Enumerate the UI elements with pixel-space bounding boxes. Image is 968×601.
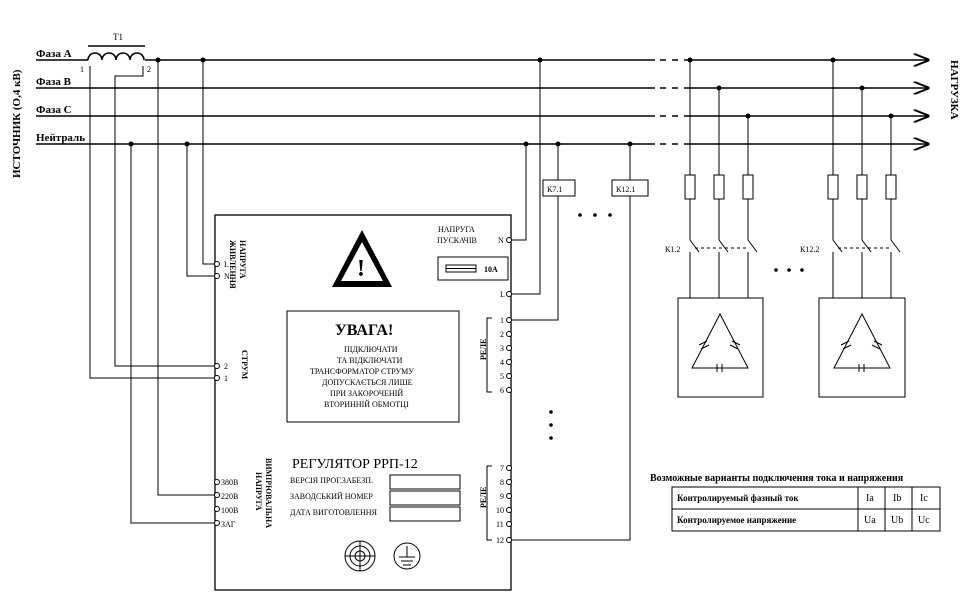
table-cell-ub: Ub <box>891 515 903 526</box>
measure-label-2: НАПРУГА <box>254 472 263 511</box>
supply-voltage-label-2: ЖИВЛЕННЯ <box>228 240 237 289</box>
current-transformer-t1: T1 1 2 <box>80 32 215 379</box>
table-cell-ib: Ib <box>893 493 901 504</box>
ellipsis-dots <box>549 213 804 440</box>
table-row-label-voltage: Контролируемое напряжение <box>677 515 796 525</box>
regulator-box: ! УВАГА! ПІДКЛЮЧАТИ ТА ВІДКЛЮЧАТИ ТРАНСФ… <box>214 214 512 591</box>
relay-b-terminal-7: 7 <box>500 464 504 473</box>
contactor-k12-label: К12.2 <box>800 245 819 254</box>
relay-b-terminal-8: 8 <box>500 478 504 487</box>
line-label-phase-c: Фаза С <box>36 104 72 116</box>
relay-coil-k7-label: К7.1 <box>547 185 562 194</box>
source-label: ИСТОЧНИК (О,4 кВ) <box>11 69 23 178</box>
fuse-icon <box>437 256 509 281</box>
contactor-k1-label: К1.2 <box>665 245 680 254</box>
transformer-label: T1 <box>113 32 123 42</box>
relay-label-a: РЕЛЕ <box>479 339 488 360</box>
load-branch-12: К12.2 <box>800 57 906 398</box>
relay-a-terminal-3: 3 <box>500 344 504 353</box>
starter-voltage-label-2: ПУСКАЧІВ <box>437 236 477 245</box>
connection-table: Возможные варианты подключения тока и на… <box>650 473 941 532</box>
relay-coil-k12-label: К12.1 <box>616 185 635 194</box>
relay-coil-k7: К7.1 <box>542 179 576 197</box>
current-terminal-2: 2 <box>224 362 228 371</box>
warning-line-3: ТРАНСФОРМАТОР СТРУМУ <box>310 367 414 376</box>
relay-b-terminal-12: 12 <box>496 536 504 545</box>
relay-coil-k12: К12.1 <box>611 179 649 197</box>
field-label-date: ДАТА ВИГОТОВЛЕННЯ <box>290 508 378 517</box>
table-cell-ia: Ia <box>866 493 874 504</box>
transformer-pin-1: 1 <box>80 65 84 74</box>
line-label-neutral: Нейтраль <box>36 132 85 144</box>
field-box-software <box>389 474 461 490</box>
warning-line-6: ВТОРИННІЙ ОБМОТЦІ <box>324 400 409 409</box>
load-label: НАГРУЗКА <box>948 60 960 120</box>
supply-voltage-label-1: НАПРУГА <box>238 240 247 279</box>
load-branch-1: К1.2 <box>665 57 764 398</box>
warning-icon: ! <box>332 230 392 287</box>
measure-terminal-380: 380В <box>221 478 238 487</box>
field-box-serial <box>389 490 461 506</box>
control-wires <box>128 57 633 541</box>
svg-text:!: ! <box>357 256 365 282</box>
measure-terminal-common: ЗАГ <box>221 520 236 529</box>
supply-terminal-n: N <box>224 272 230 281</box>
line-label-phase-a: Фаза А <box>36 48 72 60</box>
relay-a-terminal-2: 2 <box>500 330 504 339</box>
warning-line-4: ДОПУСКАЄТЬСЯ ЛИШЕ <box>322 378 413 387</box>
starter-voltage-label-1: НАПРУГА <box>438 225 475 234</box>
connector-icon <box>344 540 376 572</box>
relay-label-b: РЕЛЕ <box>479 487 488 508</box>
warning-title: УВАГА! <box>335 322 393 339</box>
warning-line-5: ПРИ ЗАКОРОЧЕНІЙ <box>330 389 403 398</box>
relay-b-terminal-9: 9 <box>500 492 504 501</box>
supply-terminal-l: L <box>224 260 229 269</box>
table-title: Возможные варианты подключения тока и на… <box>650 473 904 484</box>
relay-a-terminal-4: 4 <box>500 358 504 367</box>
measure-terminal-220: 220В <box>221 492 238 501</box>
warning-line-2: ТА ВІДКЛЮЧАТИ <box>337 356 403 365</box>
transformer-pin-2: 2 <box>147 65 151 74</box>
regulator-title: РЕГУЛЯТОР РРП-12 <box>292 457 418 472</box>
current-terminal-1: 1 <box>224 374 228 383</box>
relay-b-terminal-10: 10 <box>496 506 504 515</box>
bus-lines <box>36 60 928 144</box>
field-label-serial: ЗАВОДСЬКИЙ НОМЕР <box>290 492 373 501</box>
table-cell-ic: Ic <box>920 493 928 504</box>
measure-terminal-100: 100В <box>221 506 238 515</box>
fuse-rating: 10А <box>484 265 498 274</box>
line-label-phase-b: Фаза В <box>36 76 72 88</box>
current-label: СТРУМ <box>240 350 249 380</box>
relay-a-terminal-1: 1 <box>500 316 504 325</box>
warning-line-1: ПІДКЛЮЧАТИ <box>344 345 398 354</box>
relay-b-terminal-11: 11 <box>496 520 504 529</box>
relay-a-terminal-5: 5 <box>500 372 504 381</box>
measure-label-1: ВИМІРЮВАЛЬНА <box>264 458 273 528</box>
starter-terminal-n: N <box>498 236 504 245</box>
field-label-software: ВЕРСІЯ ПРОГ.ЗАБЕЗП. <box>290 476 373 485</box>
field-box-date <box>389 506 461 522</box>
table-cell-ua: Ua <box>864 515 876 526</box>
ground-icon <box>393 542 421 570</box>
relay-a-terminal-6: 6 <box>500 386 504 395</box>
table-row-label-current: Контролируемый фазный ток <box>677 493 799 503</box>
starter-terminal-l: L <box>500 290 505 299</box>
table-cell-uc: Uc <box>918 515 930 526</box>
